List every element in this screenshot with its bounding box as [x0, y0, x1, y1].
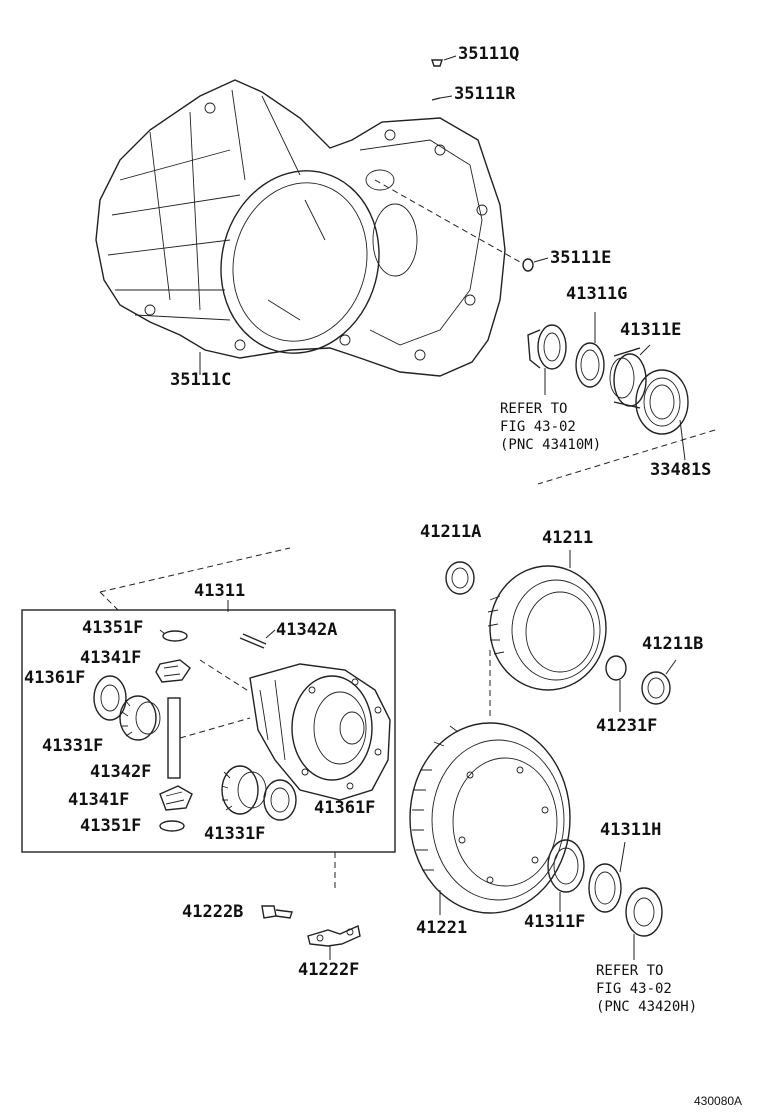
label-41331F-left: 41331F — [42, 736, 104, 756]
speedometer-gear-41211-drawing — [487, 550, 607, 691]
seal-35111E-drawing — [522, 257, 549, 272]
washer-41361F-right-drawing — [263, 779, 297, 821]
refer-note-bottom-line1: REFER TO — [596, 963, 664, 979]
refer-note-top: REFER TO FIG 43-02 (PNC 43410M) — [500, 400, 601, 454]
bushing-41231F-drawing — [605, 655, 627, 712]
differential-group-box — [21, 547, 396, 853]
bearing-41211B-drawing — [641, 659, 677, 705]
shim-41311H-drawing — [588, 841, 626, 913]
label-35111E: 35111E — [550, 248, 612, 268]
label-41311G: 41311G — [566, 284, 628, 304]
pin-41342A-drawing — [239, 629, 276, 649]
label-41351F-bottom: 41351F — [80, 816, 142, 836]
side-gear-41331F-left-drawing — [119, 695, 161, 741]
label-35111R: 35111R — [454, 84, 516, 104]
plate-41222F-drawing — [307, 925, 361, 960]
label-41361F-right: 41361F — [314, 798, 376, 818]
label-41222F: 41222F — [298, 960, 360, 980]
refer-note-bottom-line3: (PNC 43420H) — [596, 999, 698, 1015]
oil-seal-lower-drawing — [625, 887, 663, 960]
bearing-41211A-drawing — [445, 561, 475, 595]
label-41311: 41311 — [194, 581, 246, 601]
figure-code: 430080A — [694, 1094, 743, 1108]
washer-41361F-left-drawing — [93, 675, 127, 721]
refer-note-top-line3: (PNC 43410M) — [500, 437, 602, 453]
clip-35111R-drawing — [431, 95, 453, 101]
label-33481S: 33481S — [650, 460, 712, 480]
label-41221: 41221 — [416, 918, 468, 938]
shaft-41342F-drawing — [167, 697, 251, 779]
pinion-41341F-bottom-drawing — [159, 785, 193, 811]
label-41341F-top: 41341F — [80, 648, 142, 668]
label-41211B: 41211B — [642, 634, 704, 654]
oil-seal-33481S-drawing — [537, 369, 716, 485]
label-41311H: 41311H — [600, 820, 662, 840]
label-41211A: 41211A — [420, 522, 482, 542]
label-41341F-bottom: 41341F — [68, 790, 130, 810]
bearing-41311F-drawing — [547, 839, 585, 912]
label-41311F: 41311F — [524, 912, 586, 932]
refer-note-bottom: REFER TO FIG 43-02 (PNC 43420H) — [596, 962, 697, 1016]
refer-note-bottom-line2: FIG 43-02 — [596, 981, 672, 997]
label-41231F: 41231F — [596, 716, 658, 736]
label-41331F-right: 41331F — [204, 824, 266, 844]
oil-seal-left-drawing — [527, 324, 567, 395]
ring-gear-41221-drawing — [409, 722, 571, 915]
label-41211: 41211 — [542, 528, 594, 548]
washer-41351F-top-drawing — [159, 629, 188, 642]
shim-41311G-drawing — [575, 312, 605, 388]
washer-41351F-bottom-drawing — [159, 820, 185, 832]
label-41222B: 41222B — [182, 902, 244, 922]
pinion-41341F-top-drawing — [155, 659, 191, 683]
side-gear-41331F-right-drawing — [221, 765, 267, 815]
label-35111Q: 35111Q — [458, 44, 520, 64]
refer-note-top-line1: REFER TO — [500, 401, 568, 417]
label-41351F-top: 41351F — [82, 618, 144, 638]
refer-note-top-line2: FIG 43-02 — [500, 419, 576, 435]
label-41361F-left: 41361F — [24, 668, 86, 688]
plug-35111Q-drawing — [431, 55, 457, 67]
label-41342A: 41342A — [276, 620, 338, 640]
label-41342F: 41342F — [90, 762, 152, 782]
differential-case-drawing — [199, 659, 391, 801]
transaxle-housing-drawing — [95, 79, 521, 377]
bolt-41222B-drawing — [261, 905, 293, 919]
label-41311E: 41311E — [620, 320, 682, 340]
label-35111C: 35111C — [170, 370, 232, 390]
